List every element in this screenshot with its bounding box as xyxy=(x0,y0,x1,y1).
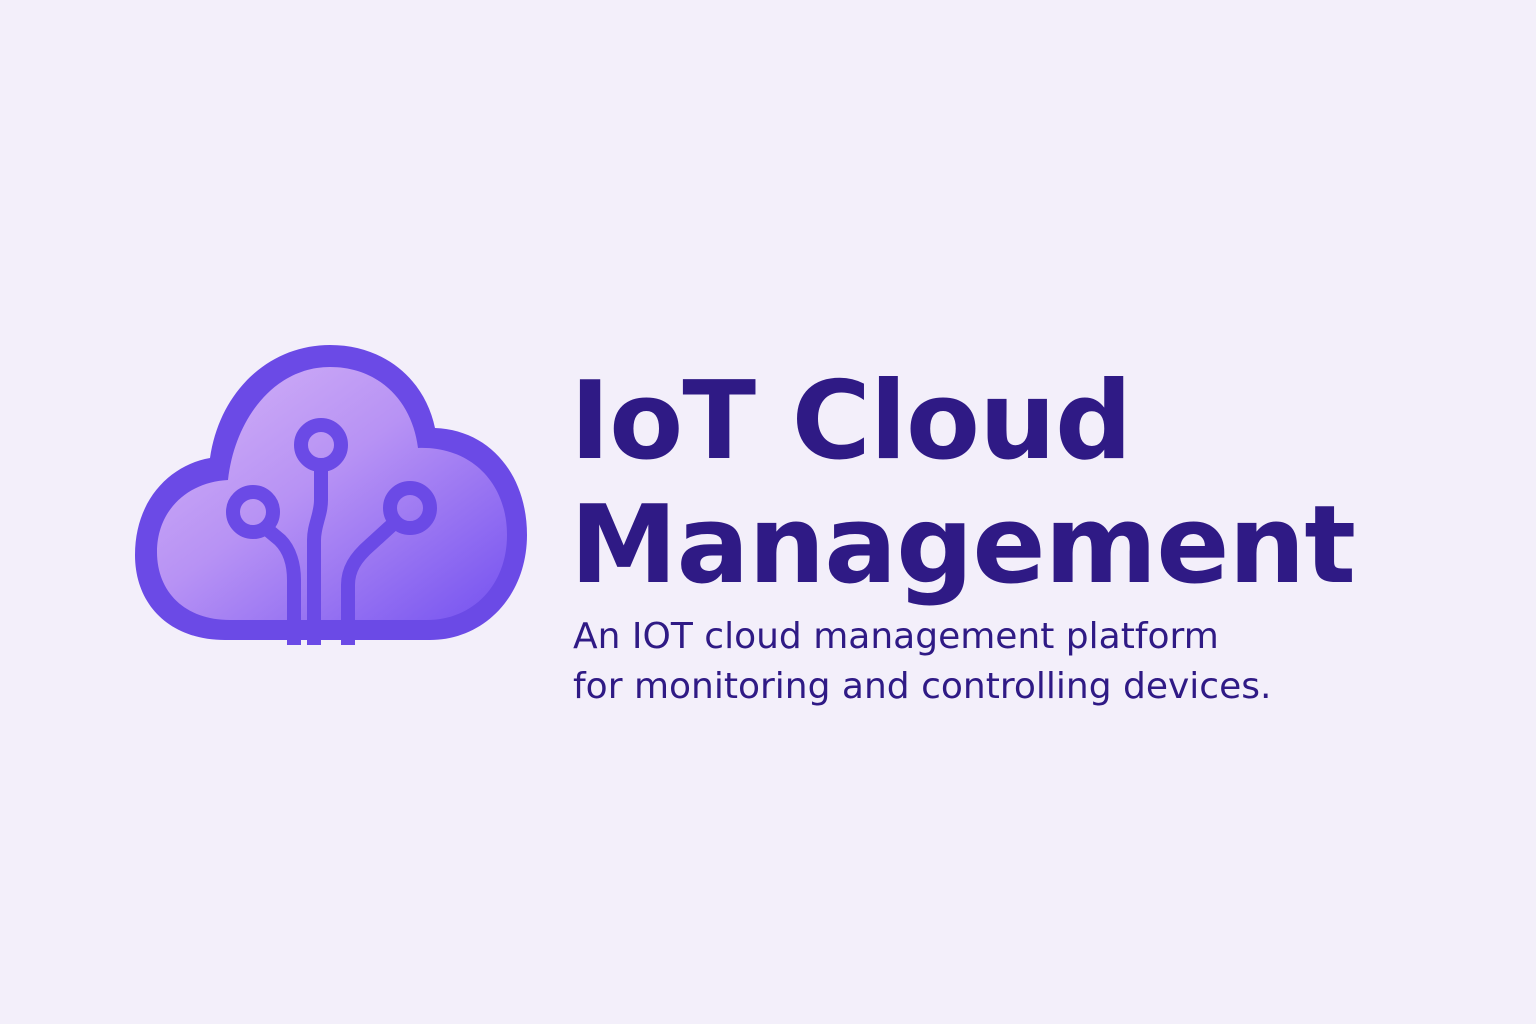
cloud-fill xyxy=(157,367,507,620)
page-title: IoT Cloud Management xyxy=(570,360,1470,608)
cloud-circuit-icon xyxy=(130,340,530,645)
circuit-traces xyxy=(263,458,397,645)
circuit-nodes xyxy=(226,418,437,539)
tagline-line-1: An IOT cloud management platform xyxy=(573,616,1219,657)
title-line-2: Management xyxy=(570,483,1356,608)
tagline-line-2: for monitoring and controlling devices. xyxy=(573,666,1272,707)
tagline: An IOT cloud management platform for mon… xyxy=(573,612,1473,712)
title-line-1: IoT Cloud xyxy=(570,359,1132,484)
